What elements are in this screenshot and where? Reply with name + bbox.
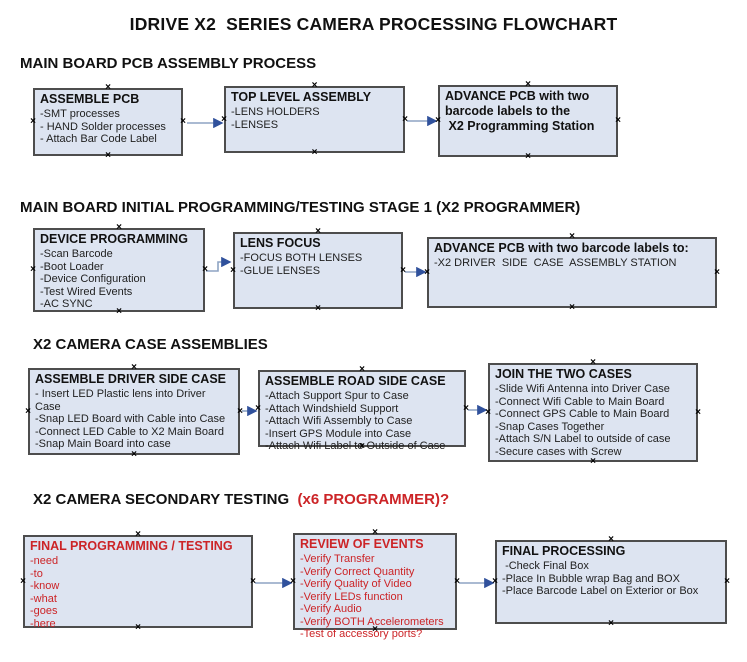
flow-box-title: ASSEMBLE ROAD SIDE CASE xyxy=(265,374,446,388)
flow-box-title: ADVANCE PCB with two barcode labels to: xyxy=(434,241,689,255)
flow-box-title: JOIN THE TWO CASES xyxy=(495,367,632,381)
flow-box-line: -GLUE LENSES xyxy=(240,264,321,277)
flow-box-line: - Attach Bar Code Label xyxy=(40,133,157,145)
flow-box-line: -Secure cases with Screw xyxy=(495,445,622,458)
flow-box-line: -Verify Audio xyxy=(300,603,362,615)
flow-box-line: -Snap LED Board with Cable into Case xyxy=(35,413,226,425)
flow-box-line: -Place In Bubble wrap Bag and BOX xyxy=(502,572,680,585)
flow-box-line: -Attach Support Spur to Case xyxy=(265,390,409,402)
flow-box-line: -Insert GPS Module into Case xyxy=(265,427,412,440)
flow-box-line: -Connect Wifi Cable to Main Board xyxy=(495,395,665,408)
flow-box-title: FINAL PROGRAMMING / TESTING xyxy=(30,539,233,553)
flow-box-line: -Verify LEDs function xyxy=(300,590,403,603)
flow-box-title: REVIEW OF EVENTS xyxy=(300,537,424,551)
flow-box-line: -Connect LED Cable to X2 Main Board xyxy=(35,425,224,438)
flow-box[interactable]: REVIEW OF EVENTS-Verify Transfer-Verify … xyxy=(293,533,457,640)
flow-box[interactable]: TOP LEVEL ASSEMBLY -LENS HOLDERS-LENSES xyxy=(224,86,405,153)
flow-box-line: -Verify Quality of Video xyxy=(300,578,412,590)
flow-box[interactable]: LENS FOCUS -FOCUS BOTH LENSES-GLUE LENSES xyxy=(233,232,403,309)
flow-box-title: TOP LEVEL ASSEMBLY xyxy=(231,90,372,104)
flow-box-line: -Attach S/N Label to outside of case xyxy=(495,433,671,445)
flow-box-title: ADVANCE PCB with two barcode labels to t… xyxy=(445,89,595,133)
flow-box-line: -Verify Transfer xyxy=(300,553,375,565)
flow-box-line: -know xyxy=(30,580,60,592)
flow-box-line: -SMT processes xyxy=(40,108,120,120)
section-header: MAIN BOARD PCB ASSEMBLY PROCESS xyxy=(20,55,316,72)
flow-box-line: -Connect GPS Cable to Main Board xyxy=(495,408,670,420)
flow-box[interactable]: ASSEMBLE ROAD SIDE CASE -Attach Support S… xyxy=(258,370,466,452)
flow-box-line: -FOCUS BOTH LENSES xyxy=(240,252,363,264)
flow-box[interactable]: ASSEMBLE DRIVER SIDE CASE - Insert LED Pl… xyxy=(28,368,240,455)
flow-box-line: -Test of accessory ports? xyxy=(300,628,423,640)
flow-box-line: -Check Final Box xyxy=(502,560,589,572)
flow-box-title: FINAL PROCESSING xyxy=(502,544,626,558)
section-header-suffix: (x6 PROGRAMMER)? xyxy=(297,491,450,508)
flow-box-title: ASSEMBLE DRIVER SIDE CASE xyxy=(35,372,227,386)
flow-box-title: LENS FOCUS xyxy=(240,236,321,250)
flow-box[interactable]: FINAL PROGRAMMING / TESTING -need-to-know… xyxy=(23,535,253,630)
flowchart-title: IDRIVE X2 SERIES CAMERA PROCESSING FLOWC… xyxy=(129,14,618,34)
flow-box[interactable]: ADVANCE PCB with two barcode labels to t… xyxy=(438,85,618,157)
flow-box-line: -AC SYNC xyxy=(40,298,93,310)
flow-box-line: -to xyxy=(30,567,43,580)
flow-box[interactable]: FINAL PROCESSING -Check Final Box-Place … xyxy=(495,540,727,624)
flow-box-line: -Device Configuration xyxy=(40,273,146,285)
section-header: X2 CAMERA CASE ASSEMBLIES xyxy=(33,336,268,353)
flow-box-title: ASSEMBLE PCB xyxy=(40,92,140,106)
flow-box-line: -Boot Loader xyxy=(40,260,104,273)
flow-box-line: -Verify Correct Quantity xyxy=(300,565,415,578)
flow-box-line: -Slide Wifi Antenna into Driver Case xyxy=(495,383,670,395)
flow-box-line: -what xyxy=(30,592,57,605)
flow-box-title: DEVICE PROGRAMMING xyxy=(40,232,188,246)
section-header-text: X2 CAMERA SECONDARY TESTING xyxy=(33,491,298,508)
flow-box-line: -X2 DRIVER SIDE CASE ASSEMBLY STATION xyxy=(434,257,677,269)
flow-box-line: -LENSES xyxy=(231,118,279,131)
flow-box-line: -Test Wired Events xyxy=(40,285,133,298)
section-header: MAIN BOARD INITIAL PROGRAMMING/TESTING S… xyxy=(20,199,580,216)
section-header-text: MAIN BOARD PCB ASSEMBLY PROCESS xyxy=(20,55,317,72)
flow-box-line: -Attach Wifi Label to Outside of Case xyxy=(265,440,446,452)
flow-box[interactable]: ASSEMBLE PCB -SMT processes- HAND Solder … xyxy=(33,88,183,156)
flow-box-line: -Attach Windshield Support xyxy=(265,402,399,415)
flow-box-line: -Snap Cases Together xyxy=(495,420,605,433)
flow-arrow xyxy=(206,256,232,272)
flow-box-line: -LENS HOLDERS xyxy=(231,106,320,118)
flow-box-line: -Place Barcode Label on Exterior or Box xyxy=(502,585,699,597)
flow-box[interactable]: JOIN THE TWO CASES -Slide Wifi Antenna in… xyxy=(488,363,698,462)
flow-box-line: -Attach Wifi Assembly to Case xyxy=(265,415,413,427)
flow-box-line: - HAND Solder processes xyxy=(40,120,166,133)
flow-box-line: -need xyxy=(30,555,59,567)
flow-box[interactable]: ADVANCE PCB with two barcode labels to: -… xyxy=(427,237,717,308)
flow-box-line: -goes xyxy=(30,605,58,617)
flow-box-line: -Scan Barcode xyxy=(40,248,113,260)
flow-box[interactable]: DEVICE PROGRAMMING -Scan Barcode-Boot Loa… xyxy=(33,228,205,312)
flow-box-line: -Verify BOTH Accelerometers xyxy=(300,615,444,628)
section-header: X2 CAMERA SECONDARY TESTING (x6 PROGRAMM… xyxy=(33,491,449,508)
flow-box-line: - Insert LED Plastic lens into Driver Ca… xyxy=(35,388,209,413)
flow-box-line: -Snap Main Board into case xyxy=(35,438,171,450)
section-header-text: MAIN BOARD INITIAL PROGRAMMING/TESTING S… xyxy=(20,199,581,216)
section-header-text: X2 CAMERA CASE ASSEMBLIES xyxy=(33,336,268,353)
flow-box-line: -here xyxy=(30,617,56,630)
